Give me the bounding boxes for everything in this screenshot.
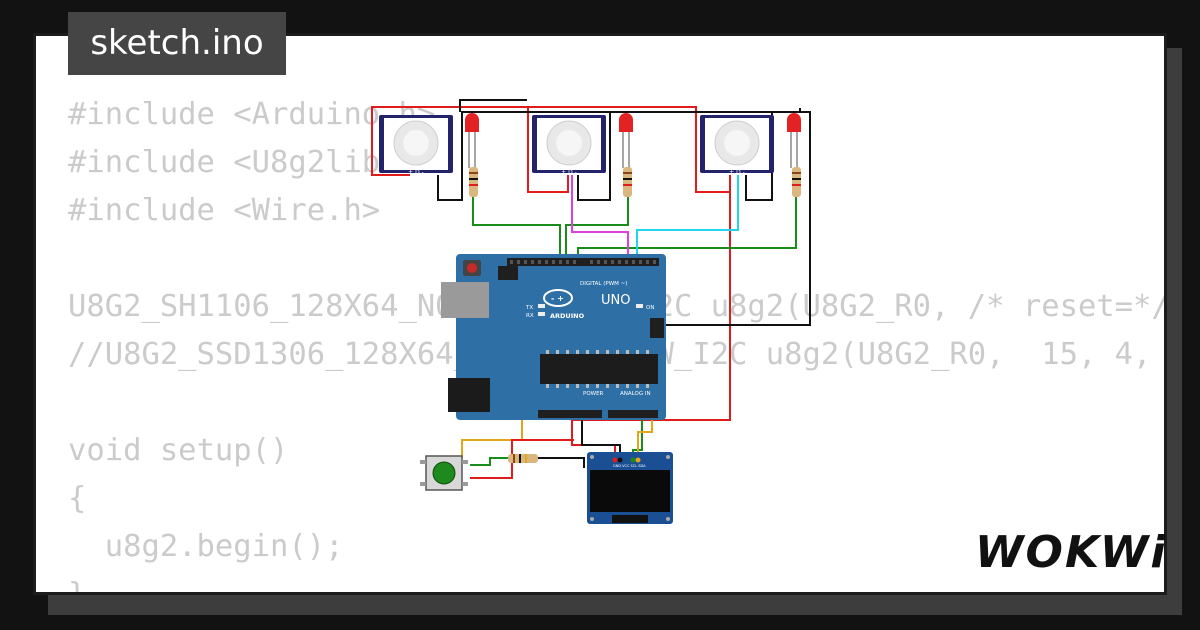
resistor-2[interactable] — [623, 167, 632, 197]
board-brand: ARDUINO — [550, 312, 585, 320]
tx-label: TX — [525, 305, 533, 311]
pir-sensor-1[interactable]: + D - — [379, 115, 453, 176]
code-line: { — [68, 481, 87, 516]
oled-pins-label: GND VCC SCL SDA — [613, 464, 646, 468]
wire-green — [577, 195, 797, 258]
oled-display[interactable]: GND VCC SCL SDA — [587, 452, 673, 524]
code-background: #include <Arduino.h> #include <U8g2lib.h… — [68, 91, 1164, 595]
pir-pins-label: + D - — [408, 169, 424, 176]
wire-black — [437, 111, 696, 201]
wire-magenta — [571, 175, 629, 258]
resistor-button[interactable] — [508, 454, 538, 463]
wire-red — [571, 192, 731, 460]
wire-green — [472, 195, 561, 258]
wire-black — [538, 457, 585, 468]
usb-port — [441, 282, 489, 318]
wire-green — [470, 457, 510, 466]
resistor-3[interactable] — [792, 167, 801, 197]
icsp-header — [650, 318, 664, 338]
wire-black — [577, 112, 611, 201]
wire-cyan — [636, 175, 739, 258]
pir-sensor-2[interactable]: + D - — [532, 115, 606, 176]
analog-header — [608, 410, 658, 418]
wokwi-logo: WOKWi — [975, 525, 1168, 580]
code-line: #include <Wire.h> — [68, 193, 381, 228]
file-tab[interactable]: sketch.ino — [68, 12, 286, 75]
reset-button — [467, 263, 477, 273]
wire-black — [612, 108, 801, 113]
board-name: UNO — [601, 293, 630, 308]
resistor-1[interactable] — [469, 167, 478, 197]
wokwi-logo-text: WOKWi — [975, 527, 1168, 578]
led-3[interactable] — [787, 113, 801, 168]
led-1[interactable] — [465, 113, 479, 168]
pir-sensor-3[interactable]: + D - — [700, 115, 774, 176]
code-line: void setup() — [68, 433, 289, 468]
on-label: ON — [646, 305, 654, 311]
pir-pins-label: + D - — [561, 169, 577, 176]
rx-label: RX — [526, 313, 534, 319]
icsp-header-2 — [498, 266, 518, 280]
digital-label: DIGITAL (PWM ~) — [580, 281, 627, 287]
push-button[interactable] — [420, 455, 468, 491]
arduino-uno[interactable]: DIGITAL (PWM ~) - + UNO ARDUINO TX RX ON… — [441, 254, 666, 420]
svg-text:- +: - + — [551, 294, 564, 303]
atmega-chip — [540, 354, 658, 384]
wire-red — [528, 106, 730, 193]
led-2[interactable] — [619, 113, 633, 168]
wire-green — [565, 195, 629, 258]
code-line: u8g2.begin(); — [68, 529, 344, 564]
analog-label: ANALOG IN — [620, 391, 651, 397]
digital-header — [507, 258, 659, 266]
arduino-logo-icon — [543, 289, 573, 307]
power-header — [538, 410, 602, 418]
pir-pins-label: + D - — [729, 169, 745, 176]
code-line: } — [68, 577, 87, 595]
power-label: POWER — [583, 391, 604, 397]
wire-black — [459, 99, 527, 112]
power-jack — [448, 378, 490, 412]
wire-yellow — [637, 420, 653, 460]
